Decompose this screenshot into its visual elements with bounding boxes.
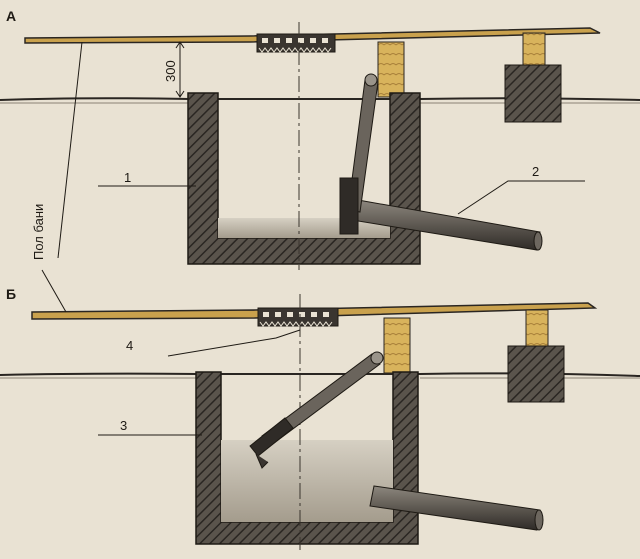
dimension-300-label: 300: [163, 60, 178, 82]
ground-line-b: [0, 372, 640, 377]
drain-grate-b: [257, 307, 339, 327]
callout-4-leader: [167, 329, 301, 357]
dimension-300: 300: [163, 41, 185, 98]
callout-2-number: 2: [532, 164, 539, 179]
valve-plate-a: [339, 177, 359, 235]
valve-edge-b: [255, 453, 269, 469]
valve-plate-b: [249, 417, 294, 457]
panel-a: А 300: [0, 8, 640, 270]
joist-a-1: [377, 41, 405, 98]
hinge-a: [364, 73, 378, 87]
floor-leader-b: [41, 269, 67, 313]
callout-4-number: 4: [126, 338, 133, 353]
callout-2-leader: [457, 180, 585, 215]
floor-label: Пол бани: [31, 204, 46, 260]
floor-leader-a: [57, 41, 83, 259]
pit-walls-b: [195, 371, 419, 545]
support-post-b: [507, 345, 565, 403]
joist-b-1: [383, 317, 411, 374]
panel-a-letter: А: [6, 8, 16, 24]
hinge-b: [370, 351, 384, 365]
water-b: [221, 440, 393, 522]
drain-grate-a: [256, 33, 336, 53]
panel-b-letter: Б: [6, 286, 16, 302]
support-post-a: [504, 64, 562, 123]
joist-a-2: [522, 32, 546, 66]
callout-1-number: 1: [124, 170, 131, 185]
panel-b: Б: [0, 286, 640, 550]
callout-3-number: 3: [120, 418, 127, 433]
joist-b-2: [525, 309, 549, 347]
pipe-b: [369, 485, 544, 531]
pit-walls-a: [187, 92, 421, 265]
